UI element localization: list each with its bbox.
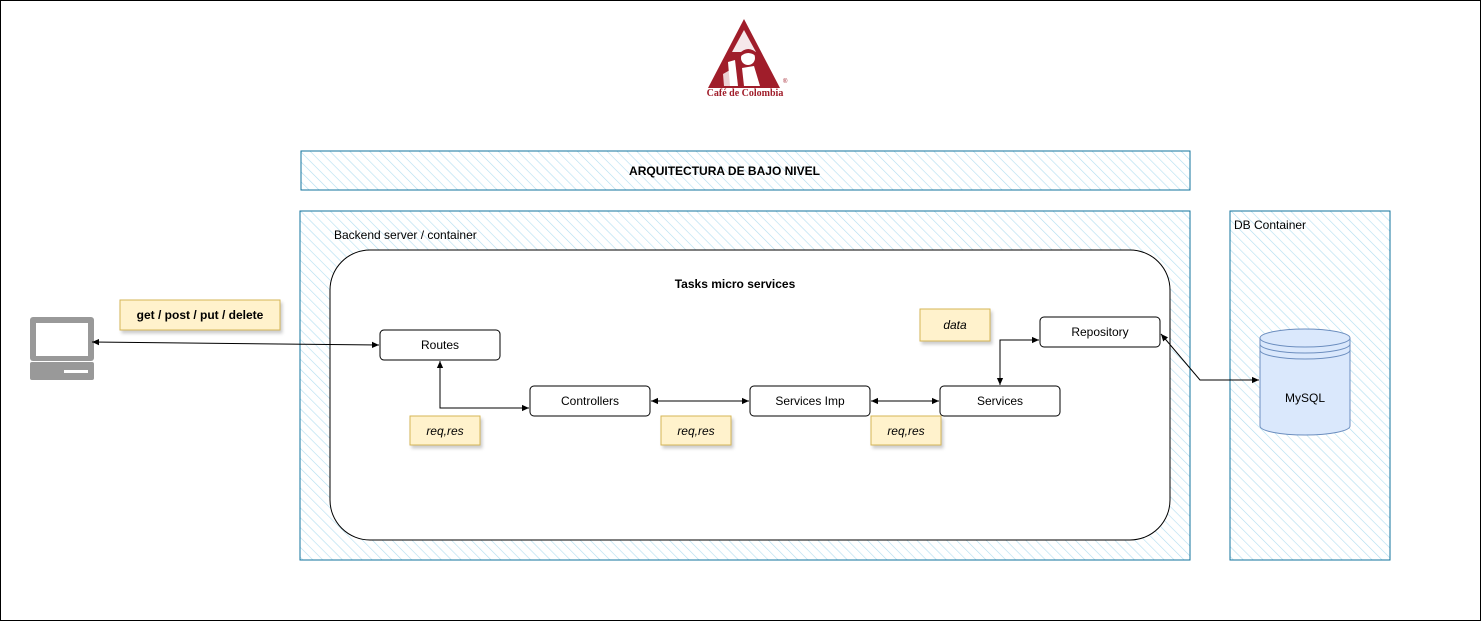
node-repository-label: Repository [1071, 325, 1129, 339]
logo-registered-mark: ® [783, 79, 788, 85]
mysql-label: MySQL [1284, 391, 1325, 405]
diagram-title: ARQUITECTURA DE BAJO NIVEL [629, 163, 820, 178]
edge-services-repository [996, 336, 1039, 385]
node-services-imp [749, 385, 871, 417]
edge-client-routes [91, 338, 380, 349]
logo-text: Café de Colombia [706, 87, 784, 99]
note-http-methods [119, 299, 281, 331]
node-controllers [529, 385, 651, 417]
note-req-res-3 [870, 415, 942, 446]
note-data-text: data [943, 318, 967, 332]
edge-routes-controllers [436, 361, 529, 412]
backend-container-label: Backend server / container [334, 228, 477, 242]
node-repository [1039, 316, 1161, 348]
mysql-database-icon [1259, 328, 1351, 436]
title-banner [300, 150, 1191, 191]
node-services [939, 385, 1061, 417]
note-data [919, 308, 991, 342]
node-routes [379, 329, 501, 361]
microservice-title: Tasks micro services [674, 277, 796, 291]
node-controllers-label: Controllers [560, 394, 620, 408]
note-req-res-3-text: req,res [887, 423, 925, 438]
note-req-res-1-text: req,res [426, 423, 464, 438]
cafe-de-colombia-logo [708, 19, 780, 88]
note-req-res-2 [660, 415, 732, 446]
db-container-label: DB Container [1234, 218, 1307, 232]
edge-repository-mysql [1160, 333, 1259, 384]
node-services-label: Services [976, 394, 1023, 408]
note-req-res-1 [409, 415, 481, 446]
computer-icon [30, 317, 94, 380]
node-services-imp-label: Services Imp [775, 394, 845, 408]
note-req-res-2-text: req,res [677, 423, 715, 438]
note-http-methods-text: get / post / put / delete [136, 308, 264, 322]
node-routes-label: Routes [420, 338, 460, 352]
